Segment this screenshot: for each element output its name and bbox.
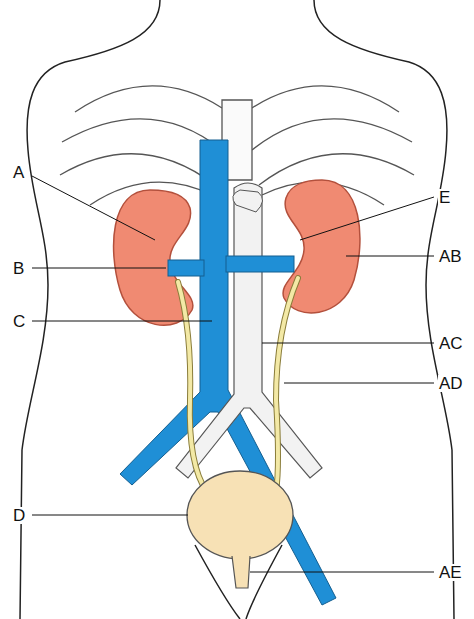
vena-cava	[120, 140, 336, 605]
callout-letter: B	[12, 260, 25, 277]
callout-letter: AC	[438, 335, 464, 352]
callout-letter: AE	[438, 564, 463, 581]
body-outline	[20, 0, 454, 619]
ureters-fill	[178, 278, 298, 492]
aorta	[176, 183, 322, 478]
leader-lines	[32, 176, 434, 572]
callout-letter: E	[438, 189, 451, 206]
callout-letter: D	[12, 507, 26, 524]
bladder	[187, 471, 293, 588]
callout-letter: AD	[438, 375, 464, 392]
callout-letter: C	[12, 313, 26, 330]
callout-letter: AB	[438, 248, 463, 265]
ureters	[178, 278, 298, 492]
callout-letter: A	[12, 164, 25, 181]
